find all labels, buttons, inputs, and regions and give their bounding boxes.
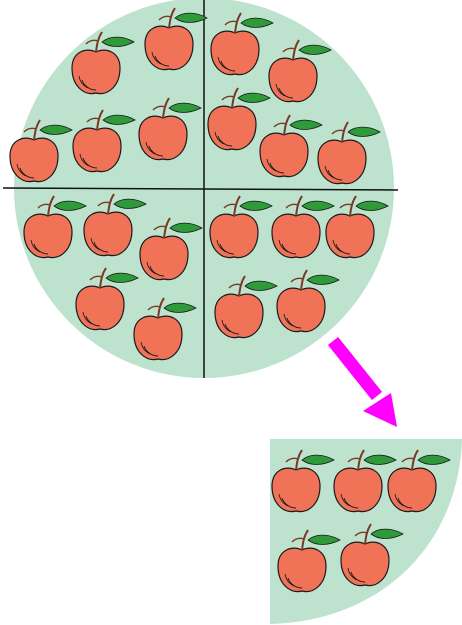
horizontal-divider: [2, 187, 399, 191]
whole-circle-group: [2, 0, 399, 378]
arrow-down-right-icon: [327, 336, 397, 427]
quarter-piece: [270, 439, 462, 624]
quarter-piece-shape: [270, 439, 462, 624]
